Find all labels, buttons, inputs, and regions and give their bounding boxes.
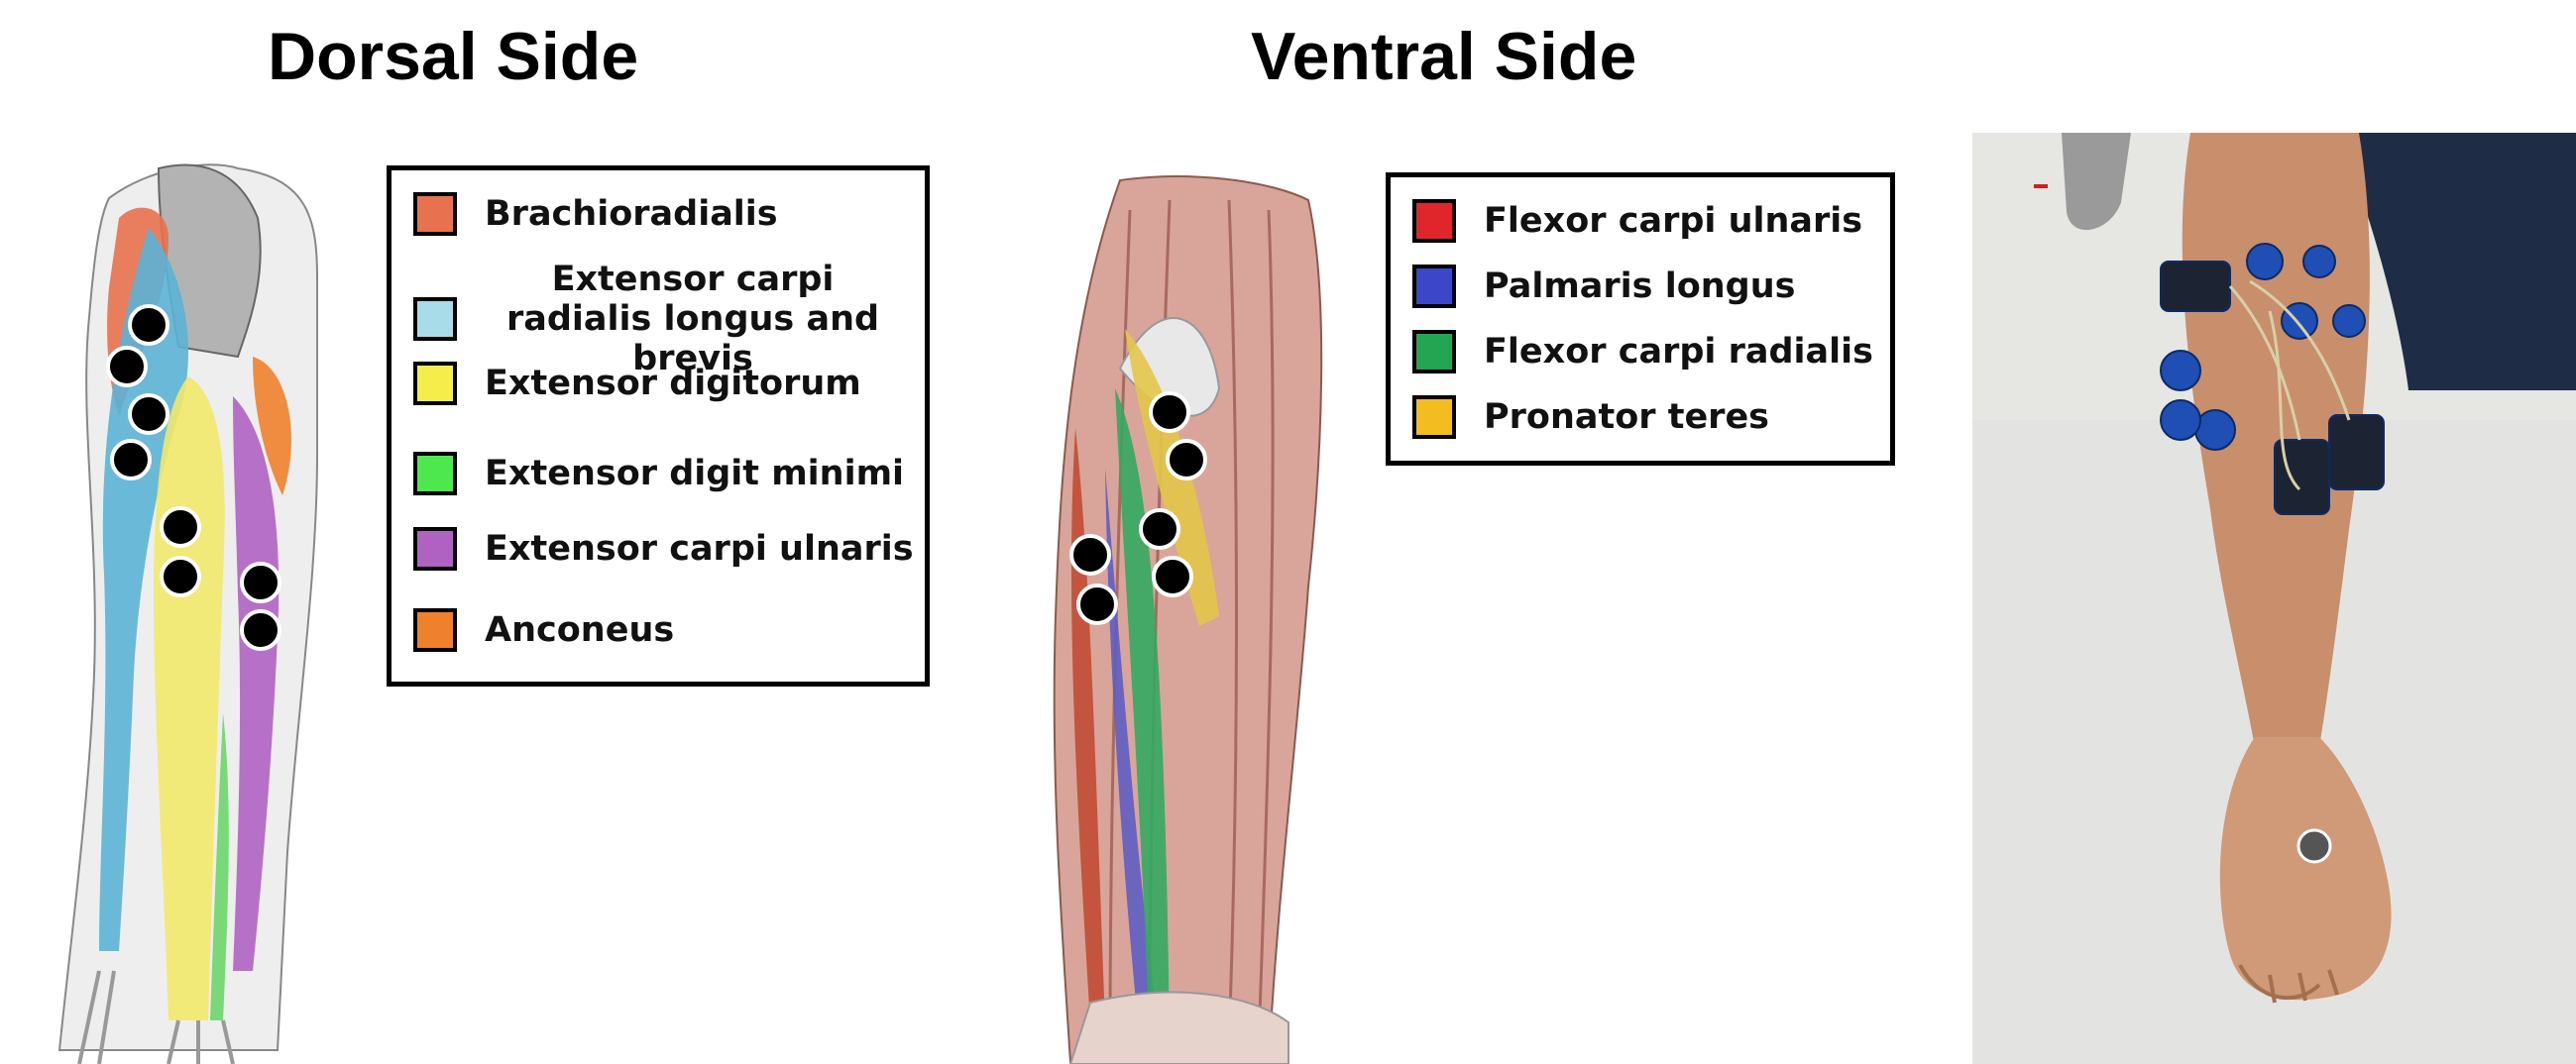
legend-swatch <box>413 452 457 495</box>
legend-item-extensor-digit-minimi: Extensor digit minimi <box>413 452 915 495</box>
electrode-marker <box>242 564 280 601</box>
legend-swatch <box>1412 395 1456 439</box>
ventral-forearm-illustration <box>1031 170 1358 1064</box>
electrode-marker <box>162 508 199 546</box>
legend-swatch <box>413 362 457 405</box>
electrode-marker <box>130 395 168 433</box>
legend-label: Pronator teres <box>1484 397 1769 437</box>
forearm-sensor-photo <box>1972 133 2576 1064</box>
dorsal-side-title: Dorsal Side <box>268 18 638 95</box>
legend-swatch <box>413 192 457 236</box>
legend-item-palmaris-longus: Palmaris longus <box>1412 265 1880 308</box>
electrode-marker <box>108 348 146 385</box>
legend-item-flexor-carpi-radialis: Flexor carpi radialis <box>1412 330 1880 373</box>
dorsal-forearm-illustration <box>40 159 357 1064</box>
legend-swatch <box>1412 265 1456 308</box>
dorsal-legend: Brachioradialis Extensor carpi radialis … <box>387 165 930 687</box>
electrode-pad <box>2282 303 2317 339</box>
electrode-pad <box>2303 246 2335 277</box>
sensor-module <box>2161 262 2230 311</box>
legend-label: Brachioradialis <box>485 194 778 234</box>
legend-item-anconeus: Anconeus <box>413 608 915 652</box>
electrode-pad <box>2333 305 2365 337</box>
legend-item-extensor-carpi-radialis: Extensor carpi radialis longus and brevi… <box>413 260 915 378</box>
photo-red-mark <box>2034 184 2048 188</box>
legend-swatch <box>413 608 457 652</box>
legend-label: Extensor carpi radialis longus and brevi… <box>485 260 901 378</box>
legend-label: Palmaris longus <box>1484 266 1795 306</box>
legend-label: Flexor carpi radialis <box>1484 332 1873 372</box>
electrode-marker <box>1151 393 1188 431</box>
electrode-pad <box>2195 410 2235 450</box>
legend-item-extensor-carpi-ulnaris: Extensor carpi ulnaris <box>413 527 915 571</box>
electrode-marker <box>162 558 199 595</box>
legend-item-extensor-digitorum: Extensor digitorum <box>413 362 915 405</box>
electrode-marker <box>112 441 150 479</box>
legend-label: Extensor digit minimi <box>485 454 904 493</box>
legend-label: Flexor carpi ulnaris <box>1484 201 1862 241</box>
electrode-pad <box>2247 244 2283 279</box>
legend-item-flexor-carpi-ulnaris: Flexor carpi ulnaris <box>1412 199 1880 243</box>
legend-label: Extensor digitorum <box>485 364 861 403</box>
legend-item-pronator-teres: Pronator teres <box>1412 395 1880 439</box>
legend-item-brachioradialis: Brachioradialis <box>413 192 915 236</box>
legend-label: Anconeus <box>485 610 674 650</box>
legend-label: Extensor carpi ulnaris <box>485 529 914 569</box>
electrode-marker <box>130 306 168 344</box>
electrode-marker <box>1154 558 1191 595</box>
electrode-pad <box>2161 351 2200 390</box>
ventral-legend: Flexor carpi ulnaris Palmaris longus Fle… <box>1386 172 1895 466</box>
electrode-marker <box>1141 510 1178 548</box>
legend-swatch <box>1412 330 1456 373</box>
ventral-side-title: Ventral Side <box>1251 18 1636 95</box>
electrode-marker <box>1078 585 1116 623</box>
electrode-marker <box>1071 536 1109 574</box>
electrode-pad <box>2161 400 2200 440</box>
legend-swatch <box>1412 199 1456 243</box>
legend-swatch <box>413 527 457 571</box>
legend-swatch <box>413 297 457 341</box>
sensor-module <box>2329 415 2384 489</box>
electrode-marker <box>1168 441 1205 479</box>
electrode-marker <box>242 611 280 649</box>
photo-knuckle-marker <box>2298 830 2330 862</box>
